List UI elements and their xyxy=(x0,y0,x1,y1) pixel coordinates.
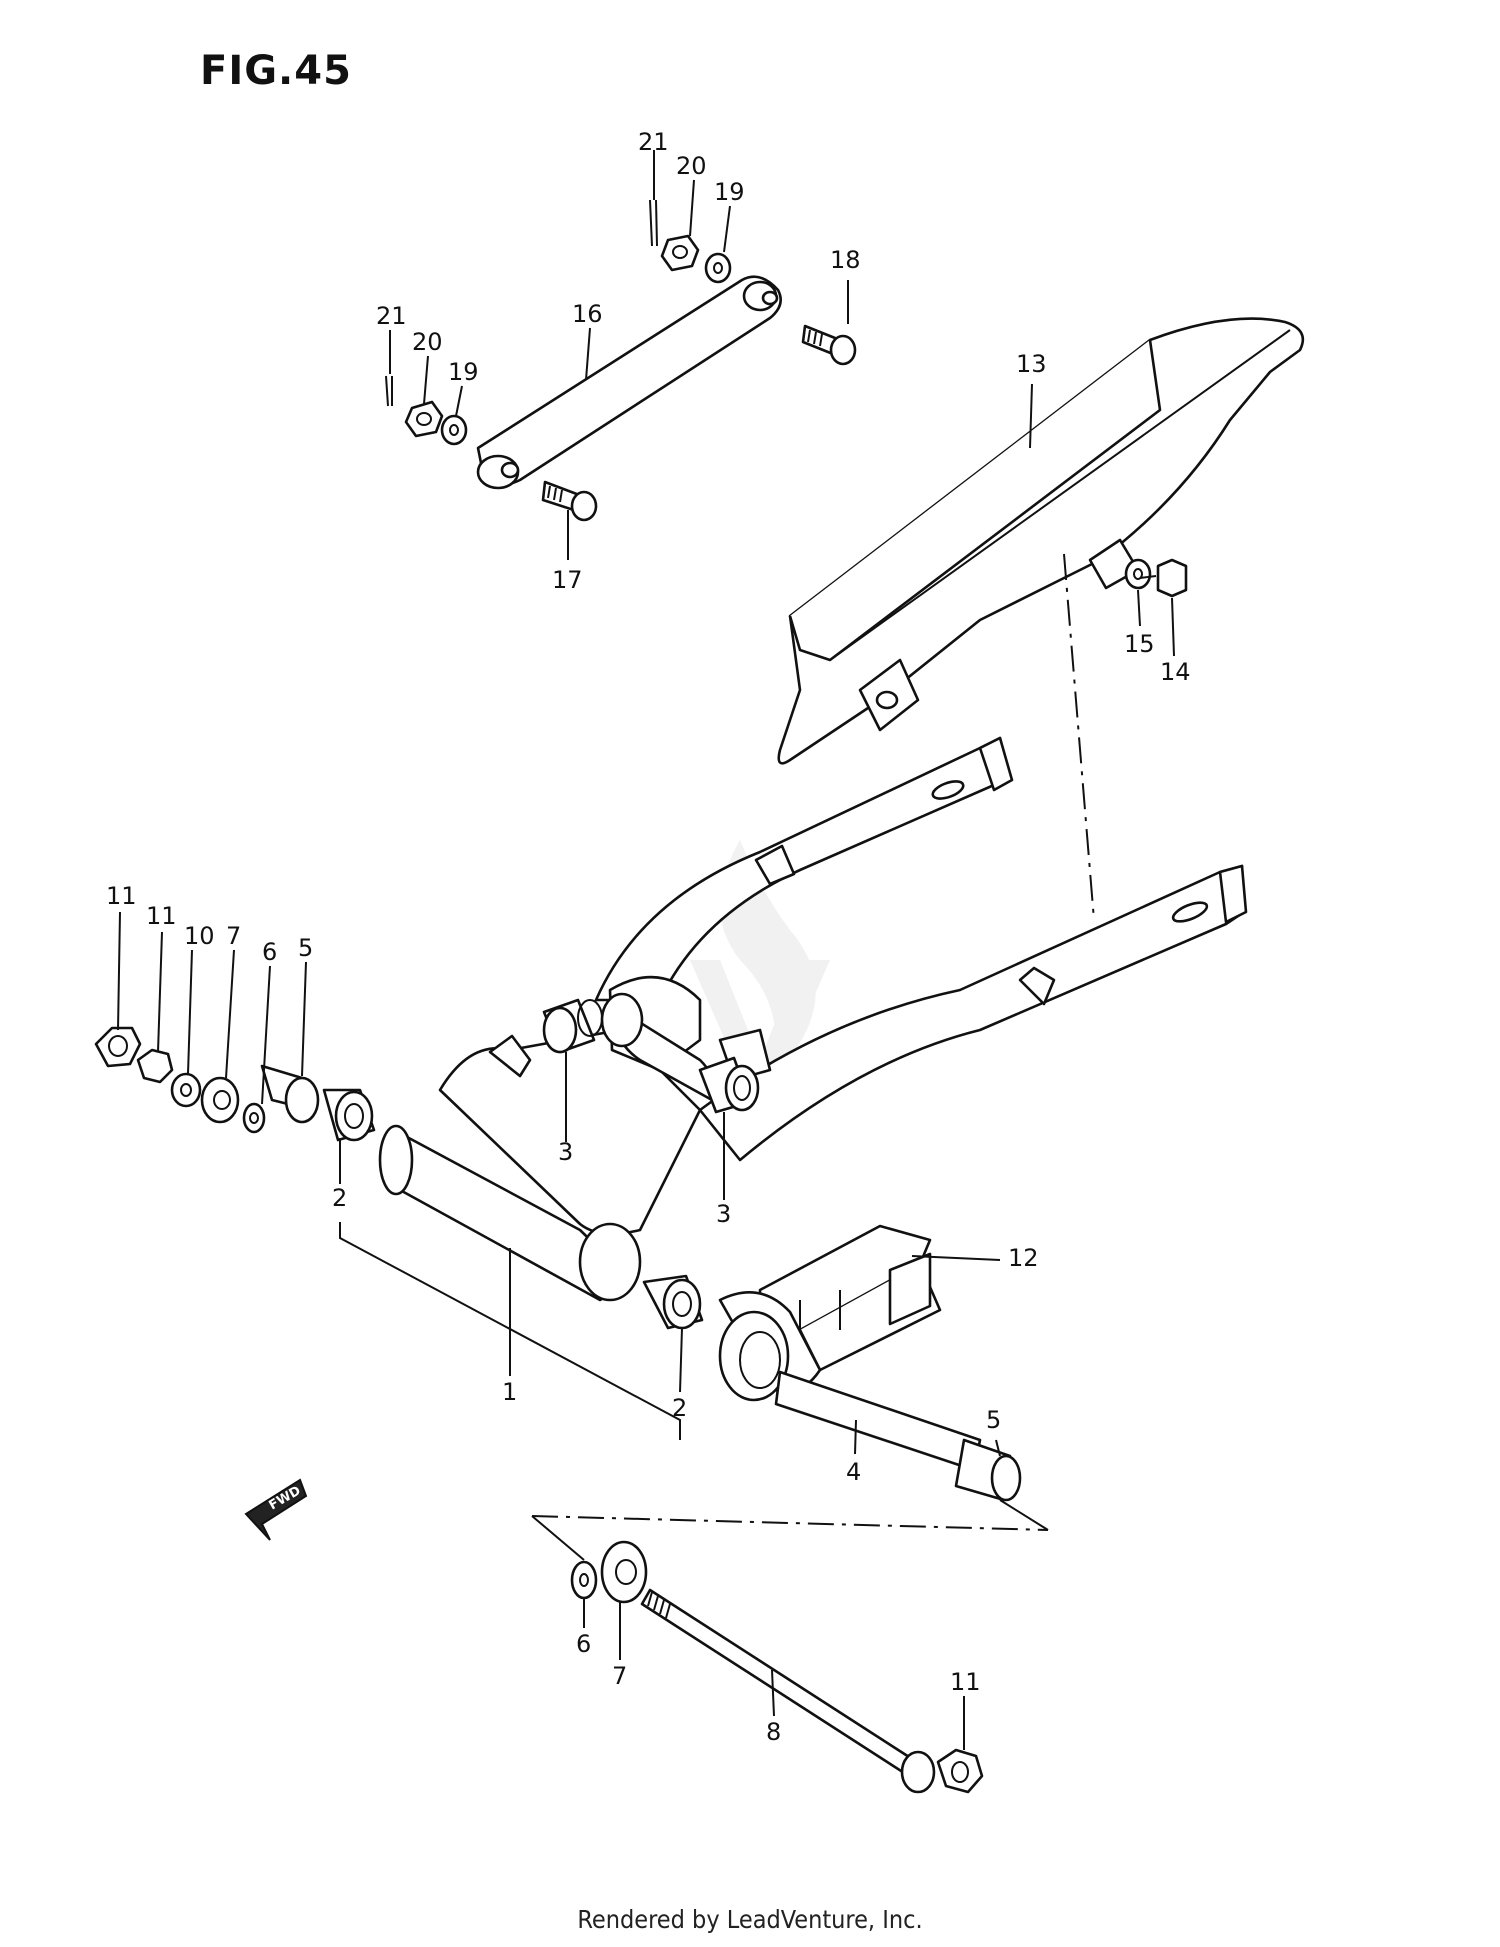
callout-20: 20 xyxy=(676,152,707,180)
bolt-14 xyxy=(1139,558,1188,598)
washer-7b xyxy=(600,1540,648,1604)
callout-21: 21 xyxy=(638,128,669,156)
washer-7a xyxy=(200,1076,240,1124)
washer-6b xyxy=(570,1560,598,1600)
washer-19a xyxy=(704,252,732,284)
pivot-shaft-4 xyxy=(774,1370,982,1472)
nut-11b xyxy=(936,1748,984,1794)
callout-11: 11 xyxy=(950,1668,981,1696)
fwd-arrow-icon: FWD xyxy=(244,1478,308,1541)
cotter-pin-21a xyxy=(649,199,658,247)
link-bolt-17 xyxy=(541,480,598,522)
cotter-pin-21b xyxy=(385,375,393,407)
castle-nut-20a xyxy=(660,234,700,272)
callout-13: 13 xyxy=(1016,350,1047,378)
nut-11a xyxy=(94,1026,142,1068)
callout-9: 10 xyxy=(184,922,215,950)
washer-19b xyxy=(440,414,468,446)
callout-19: 19 xyxy=(714,178,745,206)
callout-18: 18 xyxy=(830,246,861,274)
callout-8: 8 xyxy=(766,1718,781,1746)
callout-21: 21 xyxy=(376,302,407,330)
callout-5: 5 xyxy=(986,1406,1001,1434)
callout-2: 2 xyxy=(332,1184,347,1212)
needle-bearing-3a xyxy=(542,998,603,1054)
callout-20: 20 xyxy=(412,328,443,356)
footer-credit: Rendered by LeadVenture, Inc. xyxy=(577,1905,923,1934)
callout-19: 19 xyxy=(448,358,479,386)
bearing-2a xyxy=(322,1088,376,1142)
washer-9 xyxy=(170,1072,202,1108)
axle-guide-line xyxy=(531,1515,1049,1531)
castle-nut-20b xyxy=(404,400,444,438)
link-bolt-18 xyxy=(801,324,857,366)
callout-15: 15 xyxy=(1124,630,1155,658)
callout-5: 5 xyxy=(298,934,313,962)
needle-bearing-3b xyxy=(698,1056,760,1114)
washer-15 xyxy=(1124,558,1152,590)
callout-3: 3 xyxy=(716,1200,731,1228)
callout-10: 11 xyxy=(146,902,177,930)
callout-16: 16 xyxy=(572,300,603,328)
callout-6: 6 xyxy=(576,1630,591,1658)
pivot-axle-8 xyxy=(640,1588,936,1794)
nut-10 xyxy=(136,1048,174,1084)
callout-1: 1 xyxy=(502,1378,517,1406)
callout-4: 4 xyxy=(846,1458,861,1486)
callout-3: 3 xyxy=(558,1138,573,1166)
callout-7: 7 xyxy=(612,1662,627,1690)
axle-guide-fan xyxy=(531,1499,1049,1561)
callout-2: 2 xyxy=(672,1394,687,1422)
figure-title: FIG.45 xyxy=(200,48,352,94)
chain-case xyxy=(777,317,1305,765)
callout-11: 11 xyxy=(106,882,137,910)
collar-5a xyxy=(260,1064,320,1124)
swingarm xyxy=(378,736,1248,1302)
torque-link-rod xyxy=(476,275,782,490)
callout-numbers: 21 20 19 18 16 21 20 19 17 13 15 14 11 1… xyxy=(106,128,1191,1746)
callout-6: 6 xyxy=(262,938,277,966)
bearing-2b xyxy=(642,1274,704,1330)
leader-lines xyxy=(117,150,1175,1750)
washer-6a xyxy=(242,1102,266,1134)
pivot-tube-area xyxy=(600,992,716,1102)
callout-17: 17 xyxy=(552,566,583,594)
callout-12: 12 xyxy=(1008,1244,1039,1272)
callout-7: 7 xyxy=(226,922,241,950)
callout-14: 14 xyxy=(1160,658,1191,686)
collar-5b xyxy=(954,1438,1022,1502)
chain-case-guide-line xyxy=(1063,553,1095,921)
